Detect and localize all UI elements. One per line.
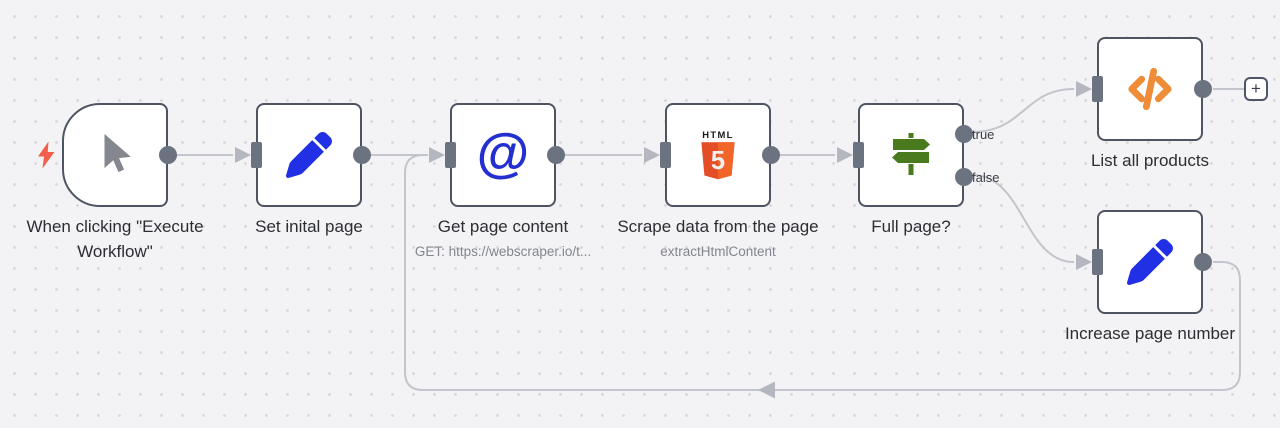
node-increase-page-number[interactable]: Increase page number — [1065, 210, 1235, 343]
input-port[interactable] — [660, 142, 671, 168]
node-list-all-products[interactable]: List all products — [1091, 37, 1212, 170]
output-port[interactable] — [547, 146, 565, 164]
pencil-icon — [1127, 239, 1173, 285]
node-title: Get page content — [437, 217, 569, 236]
add-node-button[interactable]: + — [1244, 77, 1268, 101]
connection-true-to-list — [971, 88, 1075, 133]
node-title: Increase page number — [1064, 324, 1236, 343]
output-port[interactable] — [1194, 80, 1212, 98]
output-port-true[interactable] — [955, 125, 973, 143]
input-port[interactable] — [445, 142, 456, 168]
output-label-true: true — [972, 127, 995, 142]
input-port[interactable] — [251, 142, 262, 168]
node-title: List all products — [1090, 151, 1210, 170]
cursor-icon — [104, 134, 131, 173]
input-port[interactable] — [1092, 249, 1103, 275]
node-set-initial-page[interactable]: Set inital page — [251, 103, 371, 236]
arrowhead-loop-left — [758, 381, 775, 399]
arrowhead-into-increase — [1076, 254, 1092, 270]
arrowhead-into-list — [1076, 81, 1092, 97]
arrowhead-into-set — [235, 147, 251, 163]
arrowhead-into-get — [429, 147, 445, 163]
node-scrape-data[interactable]: HTML 5 Scrape data from the page extract… — [617, 103, 819, 259]
arrowhead-into-scrape — [644, 147, 660, 163]
svg-text:HTML: HTML — [702, 129, 733, 140]
svg-text:5: 5 — [711, 147, 725, 175]
arrowhead-into-if — [837, 147, 853, 163]
output-port[interactable] — [1194, 253, 1212, 271]
node-manual-trigger[interactable]: When clicking "Execute Workflow" — [26, 103, 204, 261]
plus-icon: + — [1251, 79, 1261, 98]
signpost-icon — [892, 133, 930, 175]
output-port[interactable] — [353, 146, 371, 164]
pencil-icon — [286, 132, 332, 178]
node-title: Set inital page — [255, 217, 363, 236]
node-full-page-if[interactable]: true false Full page? — [853, 103, 999, 236]
node-subtitle: GET: https://webscraper.io/t... — [414, 243, 592, 259]
input-port[interactable] — [853, 142, 864, 168]
output-label-false: false — [972, 170, 1000, 185]
node-title: Full page? — [871, 217, 951, 236]
node-title: When clicking "Execute Workflow" — [26, 217, 204, 261]
output-port[interactable] — [159, 146, 177, 164]
output-port-false[interactable] — [955, 168, 973, 186]
node-get-page-content[interactable]: @ Get page content GET: https://webscrap… — [415, 103, 591, 259]
output-port[interactable] — [762, 146, 780, 164]
html5-icon: HTML 5 — [701, 129, 735, 180]
node-subtitle: extractHtmlContent — [660, 243, 776, 259]
code-icon — [1128, 67, 1172, 111]
lightning-bolt-icon — [38, 141, 55, 169]
at-icon: @ — [476, 123, 530, 183]
input-port[interactable] — [1092, 76, 1103, 102]
node-title: Scrape data from the page — [617, 217, 819, 236]
